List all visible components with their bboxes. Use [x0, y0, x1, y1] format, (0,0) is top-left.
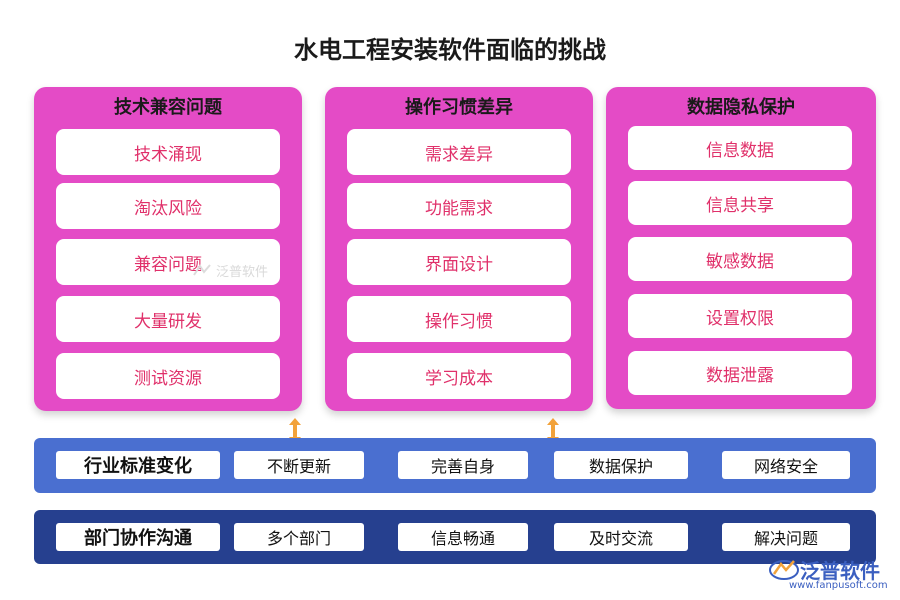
bar-item: 不断更新: [234, 451, 364, 479]
brand-logo-icon: [769, 560, 799, 580]
list-item: 界面设计: [347, 239, 571, 285]
list-item: 学习成本: [347, 353, 571, 399]
logo-icon: [193, 263, 211, 276]
bar-item: 解决问题: [722, 523, 850, 551]
list-item: 需求差异: [347, 129, 571, 175]
list-item: 大量研发: [56, 296, 280, 342]
list-item: 敏感数据: [628, 237, 852, 281]
list-item: 淘汰风险: [56, 183, 280, 229]
list-item: 功能需求: [347, 183, 571, 229]
bar-item: 多个部门: [234, 523, 364, 551]
double-arrow-icon: [289, 418, 301, 444]
bar-item: 网络安全: [722, 451, 850, 479]
industry-standard-bar: 行业标准变化 不断更新 完善自身 数据保护 网络安全: [34, 438, 876, 493]
column-operation-habits: 操作习惯差异 需求差异 功能需求 界面设计 操作习惯 学习成本: [325, 87, 593, 411]
page-title: 水电工程安装软件面临的挑战: [294, 36, 606, 64]
bar-lead-label: 行业标准变化: [56, 451, 220, 479]
list-item: 数据泄露: [628, 351, 852, 395]
column-title: 数据隐私保护: [687, 97, 795, 118]
watermark-text: 泛普软件: [216, 265, 269, 280]
bar-item: 完善自身: [398, 451, 528, 479]
list-item: 操作习惯: [347, 296, 571, 342]
column-title: 操作习惯差异: [405, 97, 513, 118]
list-item: 兼容问题: [56, 239, 280, 285]
bar-item: 及时交流: [554, 523, 688, 551]
bar-item: 数据保护: [554, 451, 688, 479]
brand-url: www.fanpusoft.com: [789, 580, 888, 591]
list-item: 信息数据: [628, 126, 852, 170]
list-item: 测试资源: [56, 353, 280, 399]
bar-item: 信息畅通: [398, 523, 528, 551]
list-item: 设置权限: [628, 294, 852, 338]
brand-name: 泛普软件: [800, 559, 880, 583]
double-arrow-icon: [547, 418, 559, 444]
list-item: 信息共享: [628, 181, 852, 225]
column-tech-compat: 技术兼容问题 技术涌现 淘汰风险 兼容问题 大量研发 测试资源: [34, 87, 302, 411]
list-item: 技术涌现: [56, 129, 280, 175]
department-collab-bar: 部门协作沟通 多个部门 信息畅通 及时交流 解决问题: [34, 510, 876, 564]
bar-lead-label: 部门协作沟通: [56, 523, 220, 551]
column-data-privacy: 数据隐私保护 信息数据 信息共享 敏感数据 设置权限 数据泄露: [606, 87, 876, 409]
watermark: 泛普软件: [192, 261, 268, 280]
column-title: 技术兼容问题: [114, 97, 222, 118]
